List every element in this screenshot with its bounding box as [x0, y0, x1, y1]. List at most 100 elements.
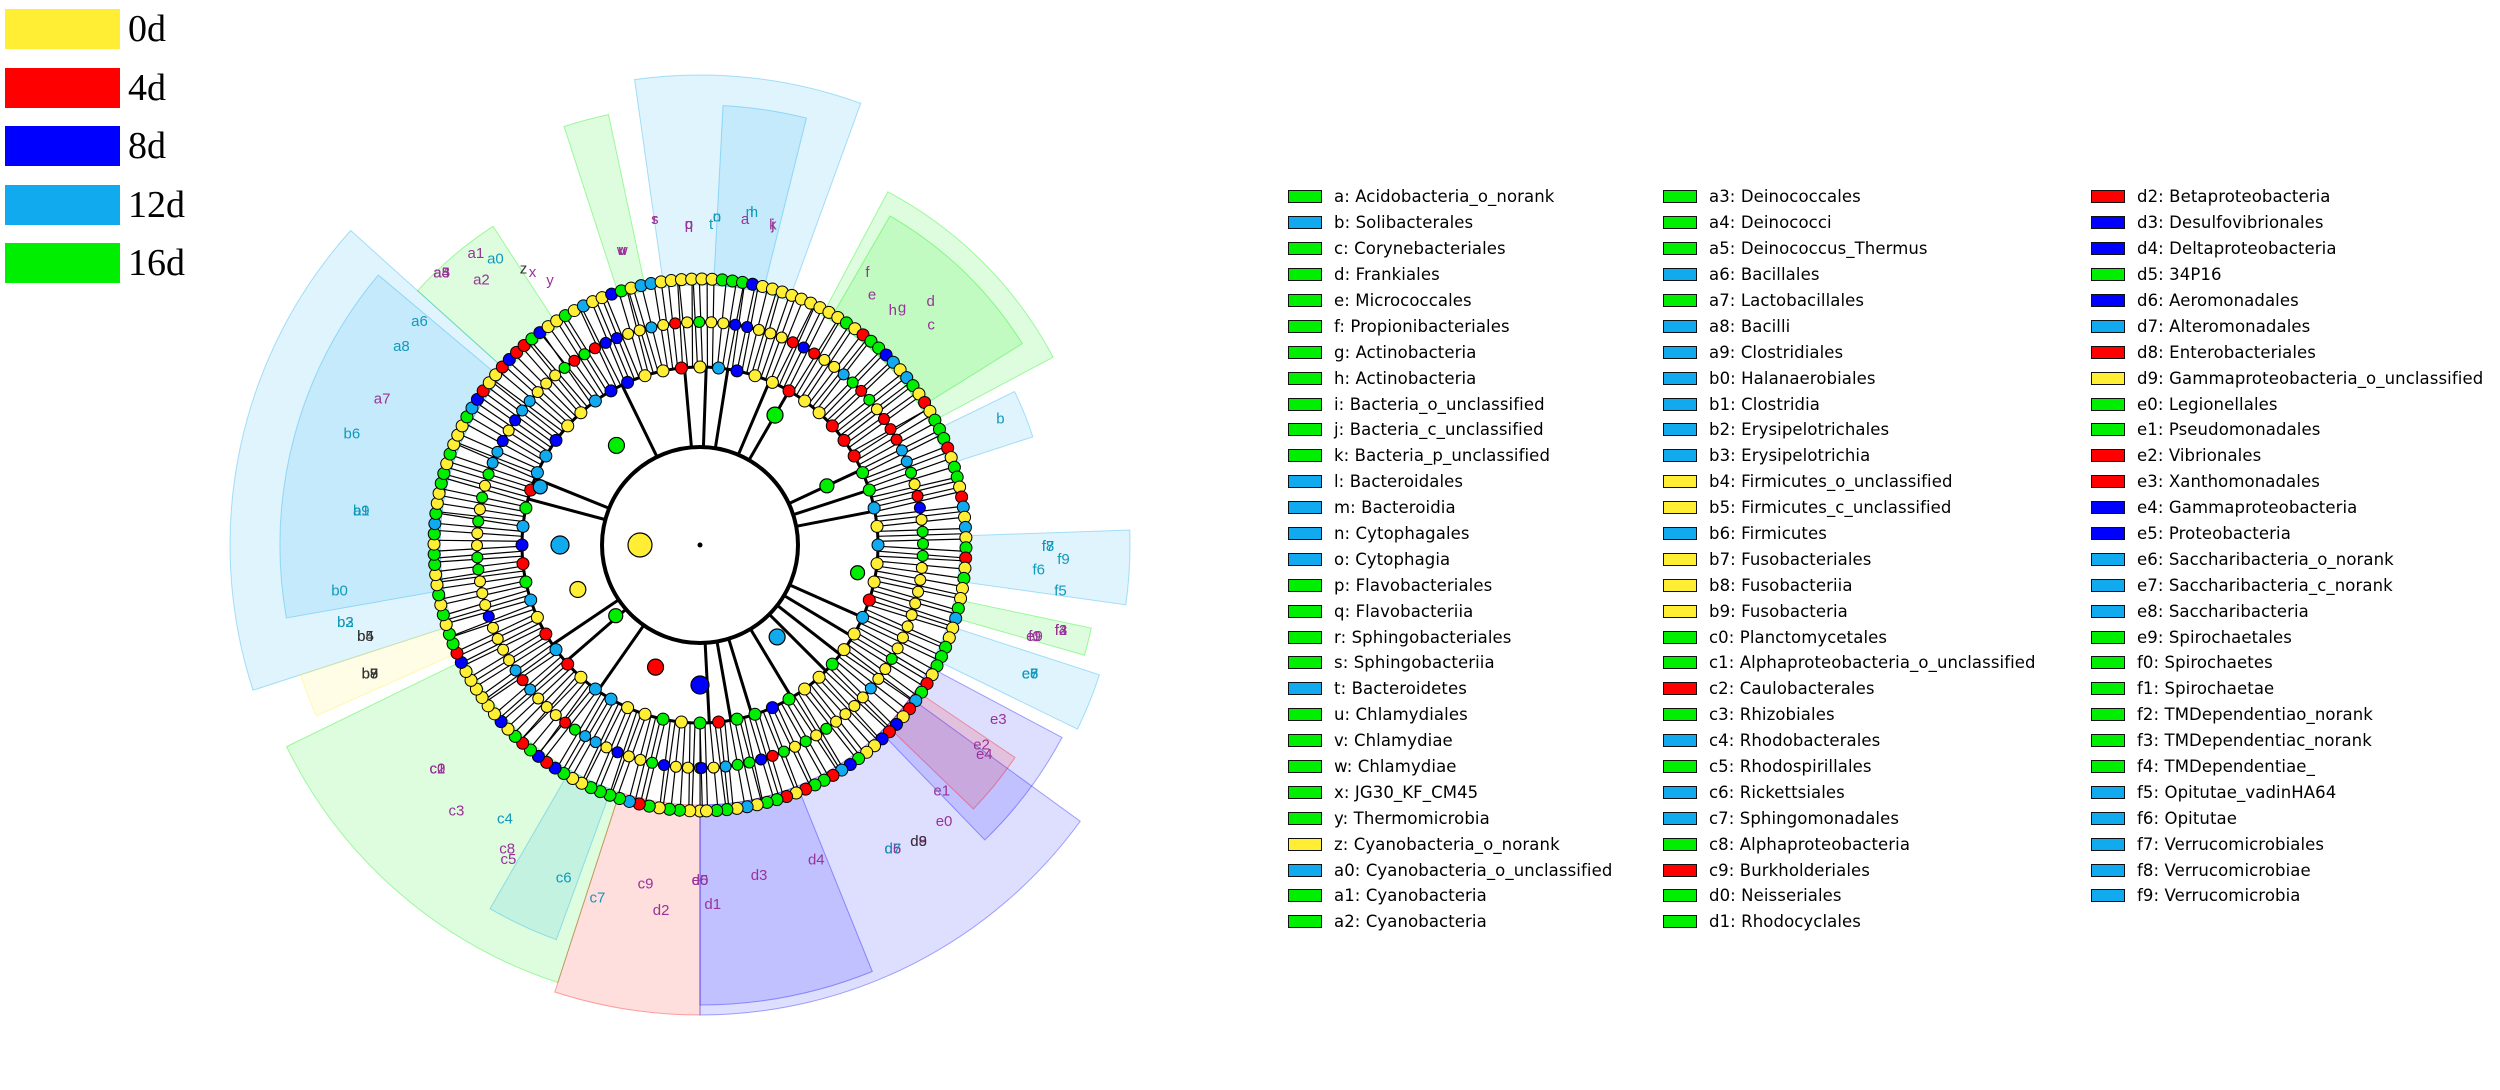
taxon-key-swatch	[2091, 449, 2125, 463]
taxon-node	[912, 585, 925, 598]
taxon-key-swatch	[1288, 371, 1322, 385]
taxon-key-item: c5: Rhodospirillales	[1663, 754, 2036, 780]
tree-branch	[596, 624, 646, 692]
taxon-node	[519, 575, 533, 589]
taxon-key-swatch	[2091, 294, 2125, 307]
taxon-node	[561, 419, 575, 433]
taxon-node	[540, 377, 553, 390]
taxon-node	[578, 348, 591, 361]
taxon-key-swatch	[1288, 294, 1322, 307]
taxon-key-item: e8: Saccharibacteria	[2091, 598, 2483, 624]
taxon-key-item: e4: Gammaproteobacteria	[2091, 495, 2483, 521]
clade-label: d8	[910, 833, 927, 850]
taxon-key-label: b6: Firmicutes	[1709, 524, 1827, 544]
taxon-key-label: d5: 34P16	[2137, 265, 2222, 285]
taxon-node	[611, 746, 624, 759]
taxon-key-label: b0: Halanaerobiales	[1709, 368, 1876, 388]
clade-label: f0	[1028, 628, 1041, 645]
taxon-node	[600, 741, 613, 754]
taxon-key-swatch	[1663, 449, 1697, 463]
tree-branch	[558, 324, 605, 396]
taxon-node	[755, 753, 768, 766]
taxon-key-swatch	[1663, 475, 1697, 489]
taxon-key-item: f3: TMDependentiac_norank	[2091, 728, 2483, 754]
taxon-node	[515, 538, 529, 552]
clade-highlight	[699, 697, 1081, 1016]
tree-branch	[472, 631, 545, 677]
taxon-key-swatch	[1288, 475, 1322, 489]
taxon-key-label: f9: Verrucomicrobia	[2137, 886, 2301, 906]
taxon-node	[561, 657, 575, 671]
taxon-key-swatch	[2091, 734, 2125, 748]
taxon-key-swatch	[1288, 811, 1322, 825]
clade-label: w	[616, 242, 628, 259]
taxon-node	[516, 674, 529, 687]
tree-branch	[733, 719, 753, 802]
clade-label: b9	[362, 665, 379, 682]
taxon-key-swatch	[1663, 915, 1697, 929]
clade-label: d9	[910, 833, 927, 850]
taxon-key-swatch	[1288, 630, 1322, 644]
tree-branch	[633, 291, 659, 373]
taxon-key-swatch	[1663, 811, 1697, 825]
taxon-key-label: c7: Sphingomonadales	[1709, 808, 1900, 828]
taxon-node	[878, 413, 891, 426]
taxon-node	[473, 575, 486, 588]
taxon-node	[743, 756, 756, 769]
clade-label: a5	[433, 264, 450, 281]
taxon-key-swatch	[2091, 242, 2125, 256]
taxon-node	[599, 336, 612, 349]
taxon-key-swatch	[1288, 397, 1322, 411]
taxon-node	[846, 376, 859, 389]
taxon-key-item: c4: Rhodobacterales	[1663, 728, 2036, 754]
taxon-node	[523, 395, 536, 408]
taxon-key-label: b8: Fusobacteriia	[1709, 575, 1853, 595]
clade-label: d2	[653, 902, 670, 919]
group-legend-label: 4d	[128, 66, 166, 109]
taxon-key-item: b3: Erysipelotrichia	[1663, 443, 2036, 469]
clade-label: e4	[976, 746, 993, 763]
clade-label: x	[529, 264, 537, 281]
taxon-key-swatch	[1663, 345, 1697, 359]
clade-label: c6	[556, 869, 572, 886]
clade-label: f6	[1032, 562, 1045, 579]
taxon-node	[589, 736, 602, 749]
taxon-node	[634, 753, 647, 766]
taxon-key-item: e3: Xanthomonadales	[2091, 469, 2483, 495]
clade-label: c0	[429, 760, 445, 777]
taxon-node	[657, 319, 670, 332]
taxon-key-item: a5: Deinococcus_Thermus	[1663, 236, 2036, 262]
clade-label: c9	[638, 876, 654, 893]
taxon-key-label: r: Sphingobacteriales	[1334, 627, 1512, 647]
taxon-key-item: p: Flavobacteriales	[1288, 572, 1612, 598]
taxon-key-item: e0: Legionellales	[2091, 391, 2483, 417]
clade-highlight	[886, 689, 1016, 810]
taxon-node	[482, 610, 495, 623]
tree-branch	[749, 628, 793, 699]
taxon-key-item: f0: Spirochaetes	[2091, 650, 2483, 676]
taxon-key-label: f7: Verrucomicrobiales	[2137, 834, 2325, 854]
phylum-node	[550, 535, 570, 555]
taxon-node	[890, 433, 903, 446]
taxon-key-item: d6: Aeromonadales	[2091, 288, 2483, 314]
taxon-key-swatch	[1663, 604, 1697, 618]
taxon-key-label: s: Sphingobacteriia	[1334, 653, 1495, 673]
taxon-key-item: w: Chlamydiae	[1288, 754, 1612, 780]
clade-label: k	[769, 216, 777, 233]
taxon-node	[916, 525, 929, 538]
group-legend-label: 12d	[128, 183, 185, 226]
taxon-key-swatch	[1288, 449, 1322, 463]
taxon-node	[839, 708, 852, 721]
taxon-key-swatch	[1663, 552, 1697, 566]
taxon-node	[549, 643, 563, 657]
tree-branch	[875, 575, 958, 595]
taxon-key-label: d1: Rhodocyclales	[1709, 912, 1861, 932]
tree-branch	[838, 656, 906, 709]
clade-label: f3	[1055, 622, 1068, 639]
taxon-node	[491, 445, 504, 458]
taxon-key-label: d6: Aeromonadales	[2137, 291, 2299, 310]
taxon-key-swatch	[1288, 915, 1322, 929]
taxon-key-swatch	[1288, 604, 1322, 618]
clade-highlight	[489, 769, 612, 941]
